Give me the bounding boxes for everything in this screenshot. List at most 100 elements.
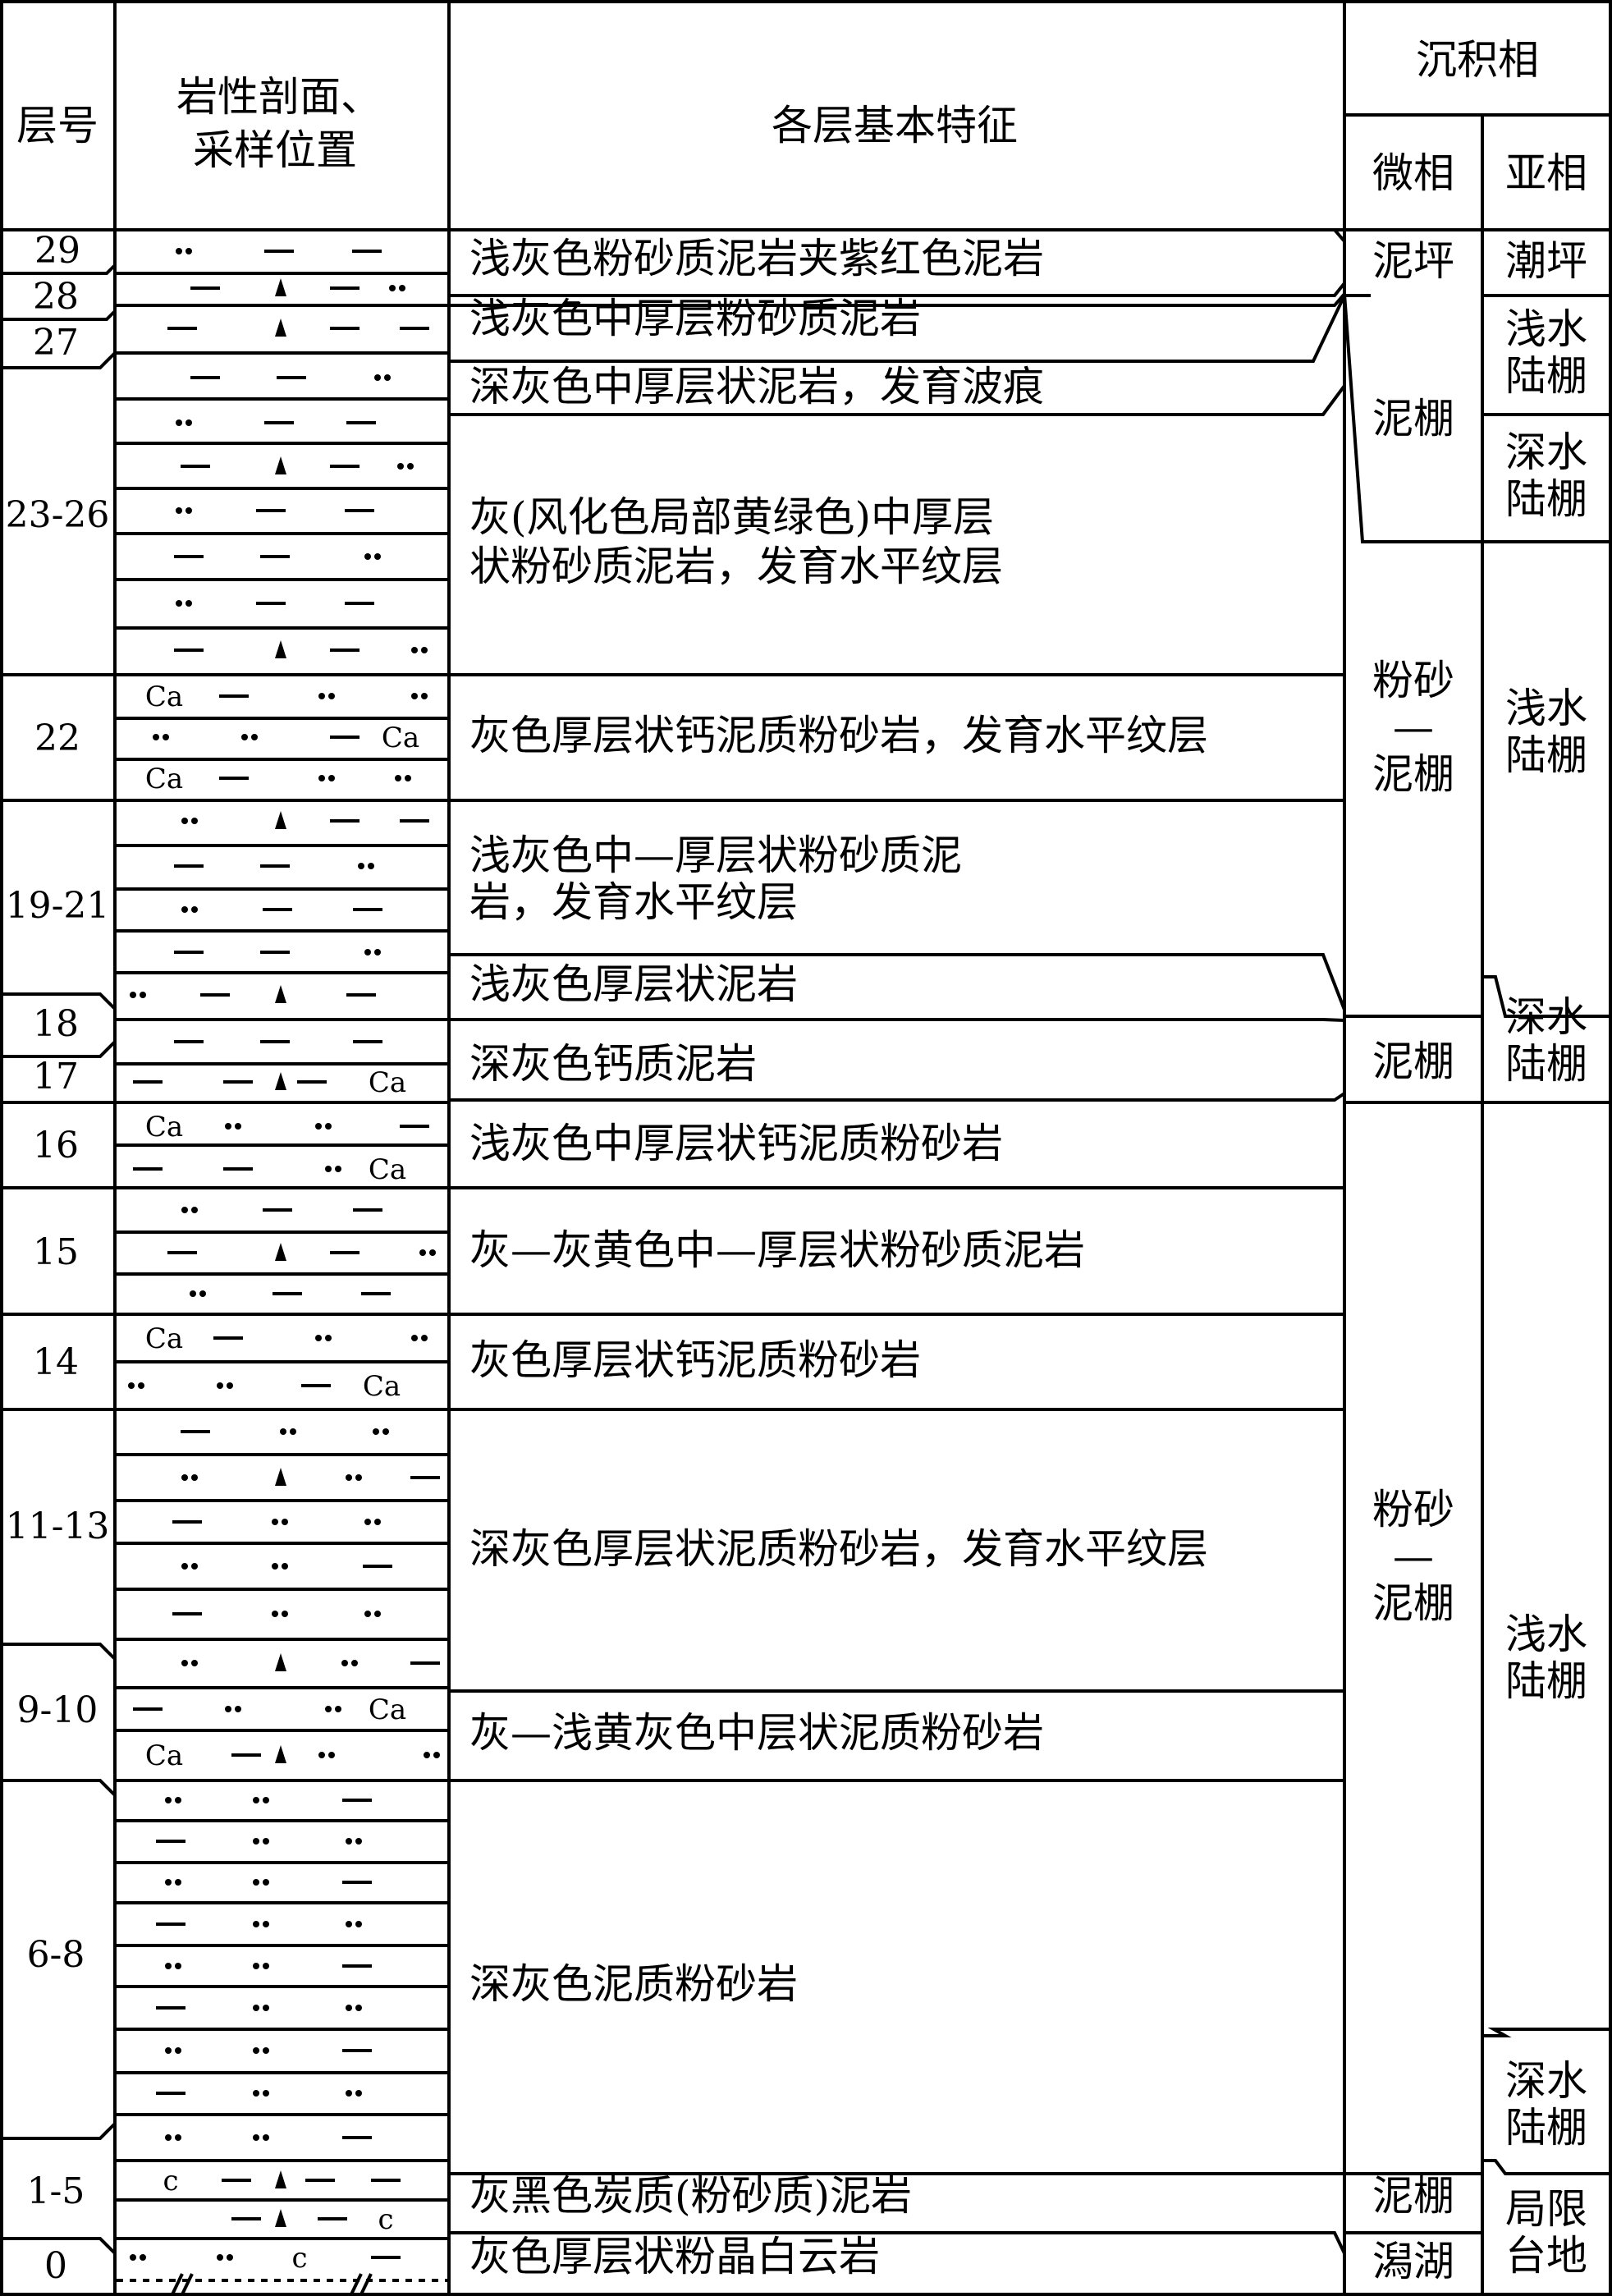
silt-dot-symbol — [399, 285, 405, 291]
silt-dot-symbol — [175, 2047, 181, 2054]
layer-number-boundary — [2, 1779, 117, 1797]
silt-dot-symbol — [328, 775, 335, 781]
facies-boundary — [1343, 293, 1482, 543]
microfacies-mud-flat: 泥坪 — [1372, 237, 1454, 285]
microfacies-silt-mud-shelf-lower-2: — — [1393, 1533, 1434, 1580]
break-mark-icon — [350, 2273, 363, 2295]
silt-dot-symbol — [140, 992, 146, 998]
sample-marker-icon — [275, 319, 286, 337]
calcareous-symbol: Ca — [145, 1739, 183, 1772]
silt-dot-symbol — [374, 374, 381, 381]
desc-18: 浅灰色厚层状泥岩 — [469, 960, 798, 1008]
silt-dot-symbol — [272, 1611, 278, 1617]
silt-dot-symbol — [346, 2005, 352, 2011]
description-boundary — [449, 228, 1346, 243]
silt-dot-symbol — [181, 1563, 188, 1570]
desc-16: 浅灰色中厚层状钙泥质粉砂岩 — [469, 1120, 1003, 1167]
description-boundary — [449, 282, 1346, 297]
silt-dot-symbol — [176, 248, 182, 254]
silt-dot-symbol — [227, 1382, 233, 1389]
silt-dot-symbol — [185, 419, 192, 426]
silt-dot-symbol — [315, 1123, 322, 1130]
layer-label-16: 16 — [33, 1125, 79, 1166]
desc-23-25-line1: 灰(风化色局部黄绿色)中厚层 — [469, 493, 994, 541]
silt-dot-symbol — [280, 1428, 286, 1435]
break-mark-icon — [181, 2273, 194, 2295]
silt-dot-symbol — [253, 1797, 259, 1803]
layer-number-boundary — [2, 2237, 117, 2255]
calcareous-symbol: Ca — [382, 722, 419, 754]
sample-marker-icon — [275, 1072, 286, 1090]
silt-dot-symbol — [263, 1879, 269, 1886]
silt-dot-symbol — [191, 1660, 198, 1666]
desc-15: 灰—灰黄色中—厚层状粉砂质泥岩 — [469, 1226, 1085, 1274]
silt-dot-symbol — [282, 1519, 288, 1525]
silt-dot-symbol — [421, 693, 428, 699]
silt-dot-symbol — [328, 693, 335, 699]
silt-dot-symbol — [341, 1660, 348, 1666]
silt-dot-symbol — [368, 863, 374, 869]
silt-dot-symbol — [176, 507, 182, 514]
silt-dot-symbol — [253, 2134, 259, 2141]
subfacies-deep-shelf-3-line1: 深水 — [1505, 2057, 1587, 2105]
silt-dot-symbol — [217, 2254, 223, 2261]
header-microfacies: 微相 — [1372, 149, 1454, 197]
silt-dot-symbol — [346, 2090, 352, 2097]
silt-dot-symbol — [176, 419, 182, 426]
silt-dot-symbol — [282, 1611, 288, 1617]
silt-dot-symbol — [130, 2254, 136, 2261]
header-subfacies: 亚相 — [1505, 149, 1587, 197]
subfacies-deep-shelf-1-line1: 深水 — [1505, 428, 1587, 476]
subfacies-shallow-shelf-1-line2: 陆棚 — [1505, 352, 1587, 400]
header-lithology-line1: 岩性剖面、 — [176, 73, 382, 121]
desc-23-25-line2: 状粉砂质泥岩，发育水平纹层 — [469, 543, 1003, 590]
microfacies-mud-shelf-upper: 泥棚 — [1372, 395, 1454, 442]
desc-19-21-line2: 岩，发育水平纹层 — [469, 878, 798, 926]
calcareous-symbol: Ca — [363, 1370, 401, 1403]
desc-6-8: 深灰色泥质粉砂岩 — [469, 1960, 798, 2008]
silt-dot-symbol — [355, 1921, 362, 1927]
layer-number-boundary — [2, 1040, 117, 1058]
subfacies-restricted-platform-line2: 台地 — [1505, 2232, 1587, 2280]
silt-dot-symbol — [176, 600, 182, 607]
silt-dot-symbol — [411, 647, 418, 653]
sample-marker-icon — [275, 2209, 286, 2227]
silt-dot-symbol — [325, 1335, 332, 1341]
break-mark-icon — [171, 2273, 184, 2295]
silt-dot-symbol — [382, 1428, 389, 1435]
silt-dot-symbol — [282, 1563, 288, 1570]
desc-27-28: 浅灰色中厚层粉砂质泥岩 — [469, 295, 921, 342]
silt-dot-symbol — [395, 775, 401, 781]
description-boundary — [449, 292, 1346, 307]
desc-1-5: 灰黑色炭质(粉砂质)泥岩 — [469, 2172, 912, 2220]
silt-dot-symbol — [130, 992, 136, 998]
sample-marker-icon — [275, 985, 286, 1003]
subfacies-deep-shelf-1-line2: 陆棚 — [1505, 475, 1587, 523]
silt-dot-symbol — [325, 1166, 332, 1172]
silt-dot-symbol — [253, 1879, 259, 1886]
microfacies-mud-shelf-lower: 泥棚 — [1372, 2172, 1454, 2220]
layer-number-boundary — [2, 1643, 117, 1661]
layer-number-boundary — [2, 2122, 117, 2140]
silt-dot-symbol — [263, 2005, 269, 2011]
layer-label-27: 27 — [33, 322, 79, 364]
header-layer-no: 层号 — [16, 102, 98, 149]
silt-dot-symbol — [263, 2134, 269, 2141]
silt-dot-symbol — [175, 2134, 181, 2141]
silt-dot-symbol — [364, 949, 371, 956]
silt-dot-symbol — [374, 553, 381, 560]
silt-dot-symbol — [165, 1797, 172, 1803]
silt-dot-symbol — [355, 1474, 362, 1481]
layer-label-6-8: 6-8 — [27, 1934, 85, 1976]
desc-26: 深灰色中厚层状泥岩，发育波痕 — [469, 363, 1044, 410]
calcareous-symbol: Ca — [145, 1322, 183, 1355]
subfacies-tidal-flat: 潮坪 — [1505, 237, 1587, 285]
silt-dot-symbol — [263, 2047, 269, 2054]
silt-dot-symbol — [335, 1166, 341, 1172]
silt-dot-symbol — [389, 285, 396, 291]
layer-label-17: 17 — [33, 1056, 79, 1098]
microfacies-silt-mud-shelf-upper-2: — — [1393, 703, 1434, 751]
silt-dot-symbol — [190, 1290, 196, 1297]
silt-dot-symbol — [373, 1428, 379, 1435]
facies-boundary — [1482, 975, 1610, 1018]
